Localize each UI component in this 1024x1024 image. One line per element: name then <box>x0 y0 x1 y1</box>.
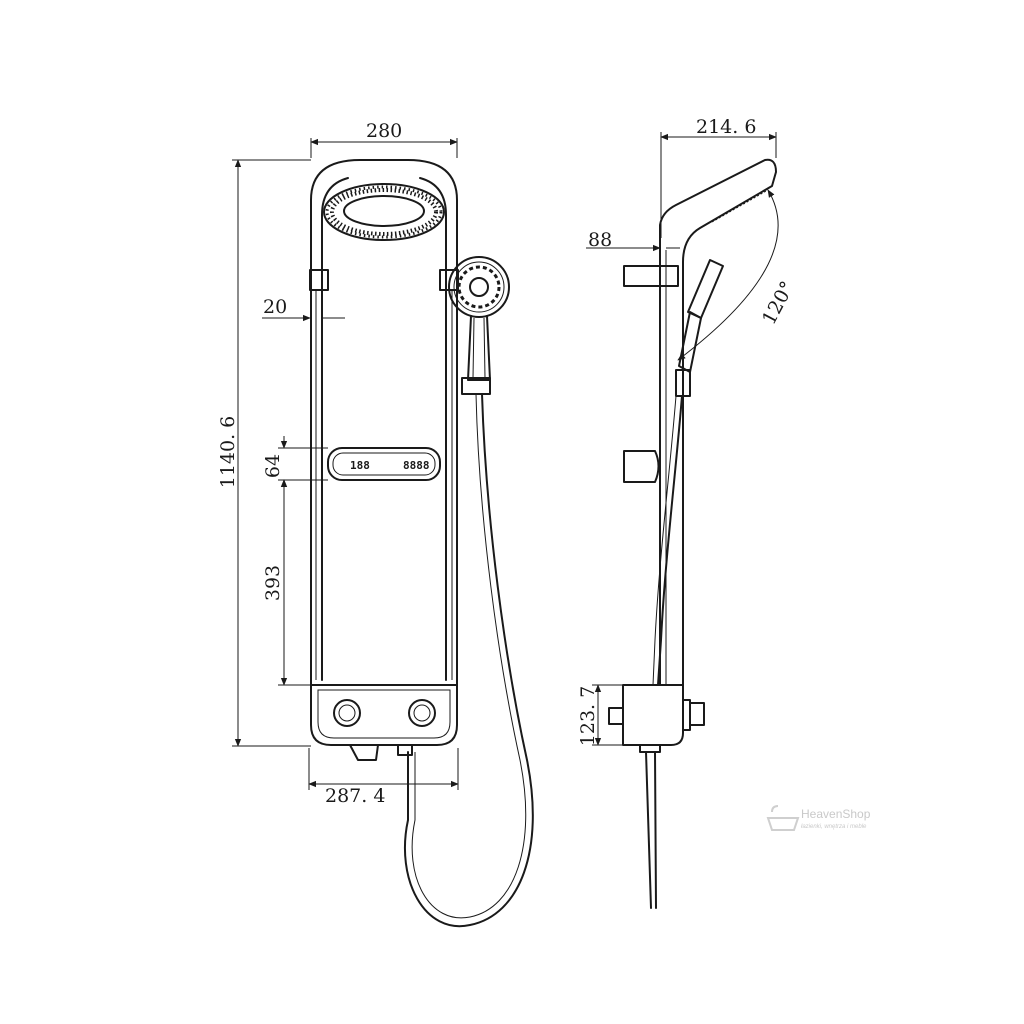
bracket-left <box>309 269 329 291</box>
dim-display-height: 64 <box>262 454 284 478</box>
rain-shower-head <box>323 183 445 241</box>
hose <box>403 393 534 928</box>
dim-top-width: 280 <box>366 120 402 142</box>
shower-arm <box>659 158 777 263</box>
panel-outline <box>310 159 458 686</box>
dim-total-height: 1140. 6 <box>217 416 239 489</box>
side-pipe <box>645 751 657 909</box>
bathtub-icon <box>766 805 800 831</box>
side-view: 120° 214. 6 88 123. 7 <box>577 116 799 909</box>
temperature-display: 188 8888 <box>327 447 441 481</box>
side-dimensions: 214. 6 88 123. 7 <box>577 116 777 746</box>
control-base <box>310 684 458 761</box>
knob-left <box>333 699 361 727</box>
side-bracket-middle <box>623 450 660 483</box>
display-left-digits: 188 <box>350 459 370 472</box>
dim-rail-offset: 20 <box>263 296 287 318</box>
dim-angle: 120° <box>758 278 799 329</box>
knob-right <box>408 699 436 727</box>
side-bracket-top <box>623 265 679 287</box>
dim-side-depth: 214. 6 <box>696 116 756 138</box>
dim-head-offset: 88 <box>588 229 612 251</box>
watermark-brand: HeavenShop <box>801 807 871 821</box>
dim-display-to-base: 393 <box>262 565 284 601</box>
dim-valve-height: 123. 7 <box>577 686 599 746</box>
side-hose <box>657 395 683 686</box>
side-valve <box>608 684 705 753</box>
display-right-digits: 8888 <box>403 459 430 472</box>
dim-bottom-width: 287. 4 <box>325 785 385 807</box>
front-dimensions: 280 1140. 6 20 64 393 287. 4 <box>217 120 459 807</box>
hand-shower <box>448 256 510 395</box>
rail-right <box>419 177 447 681</box>
watermark-tagline: łazienki, wnętrza i meble <box>801 824 867 830</box>
rail-left <box>321 177 349 681</box>
front-view: 188 8888 280 1140. 6 <box>217 120 534 928</box>
watermark: HeavenShop łazienki, wnętrza i meble <box>766 805 871 831</box>
